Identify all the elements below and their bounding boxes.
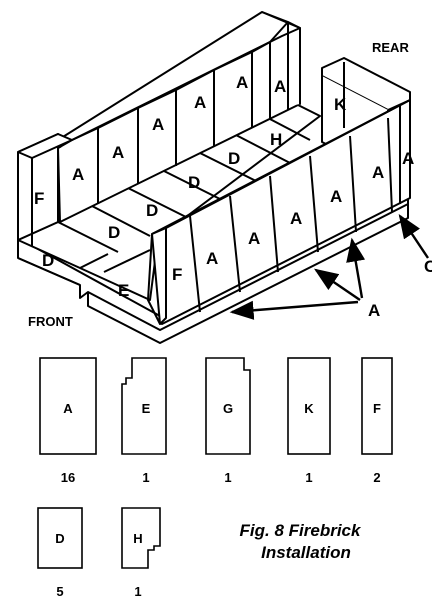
brick-label-a: A	[194, 93, 206, 112]
legend-shape-g	[205, 357, 251, 455]
legend-shape-e	[121, 357, 167, 455]
brick-label-a: A	[290, 209, 302, 228]
callout-a: A	[368, 301, 380, 320]
legend-code: G	[223, 401, 233, 416]
brick-label-k: K	[334, 95, 347, 114]
legend-count: 1	[305, 470, 312, 485]
legend-code: F	[373, 401, 381, 416]
legend-count: 2	[373, 470, 380, 485]
legend-shape-a	[39, 357, 97, 455]
brick-label-d: D	[188, 173, 200, 192]
brick-label-d: D	[146, 201, 158, 220]
brick-label-a: A	[402, 149, 414, 168]
figure-caption-line2: Installation	[261, 543, 351, 562]
brick-label-d: D	[228, 149, 240, 168]
legend-shape-d	[37, 507, 83, 569]
callout-c: C	[424, 257, 432, 276]
legend-count: 1	[224, 470, 231, 485]
brick-label-f: F	[34, 189, 44, 208]
brick-label-d: D	[42, 251, 54, 270]
legend-code: H	[133, 531, 142, 546]
legend-count: 5	[56, 584, 63, 599]
brick-label-a: A	[274, 77, 286, 96]
legend-count: 1	[142, 470, 149, 485]
brick-label-a: A	[206, 249, 218, 268]
label-rear: REAR	[372, 40, 409, 55]
brick-label-a: A	[152, 115, 164, 134]
legend-count: 16	[61, 470, 75, 485]
legend-code: E	[142, 401, 151, 416]
arrow-a-3	[346, 237, 366, 299]
figure-caption-line1: Fig. 8 Firebrick	[240, 521, 362, 540]
legend-code: D	[55, 531, 64, 546]
brick-label-f: F	[172, 265, 182, 284]
brick-label-a: A	[112, 143, 124, 162]
legend-shape-k	[287, 357, 331, 455]
brick-label-a: A	[330, 187, 342, 206]
brick-label-a: A	[248, 229, 260, 248]
brick-label-h: H	[270, 130, 282, 149]
brick-label-a: A	[236, 73, 248, 92]
arrow-a-2	[314, 268, 361, 301]
label-front: FRONT	[28, 314, 73, 329]
legend-code: A	[63, 401, 73, 416]
brick-label-a: A	[72, 165, 84, 184]
legend-count: 1	[134, 584, 141, 599]
arrow-a-1	[229, 300, 359, 320]
brick-label-a: A	[372, 163, 384, 182]
brick-label-e: E	[118, 281, 129, 300]
brick-label-d: D	[108, 223, 120, 242]
legend-shape-h	[121, 507, 161, 569]
arrow-c	[398, 214, 429, 259]
legend-shape-f	[361, 357, 393, 455]
legend-code: K	[304, 401, 314, 416]
